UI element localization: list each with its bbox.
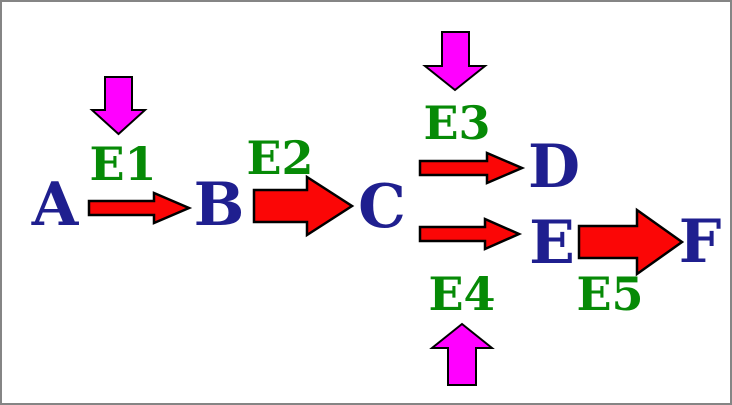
reaction-arrow-c-to-e bbox=[418, 217, 523, 251]
enzyme-label-e1: E1 bbox=[89, 137, 157, 191]
reaction-arrow-b-to-c bbox=[252, 174, 355, 238]
reaction-arrow-c-to-d bbox=[418, 151, 526, 185]
node-c: C bbox=[358, 172, 406, 242]
regulation-arrow-down-e3 bbox=[422, 31, 488, 92]
reaction-arrow-e-to-f bbox=[577, 207, 685, 277]
node-f: F bbox=[678, 207, 722, 277]
enzyme-label-e4: E4 bbox=[428, 267, 496, 321]
regulation-arrow-up-e4 bbox=[429, 322, 495, 386]
enzyme-label-e2: E2 bbox=[246, 131, 314, 185]
reaction-arrow-a-to-b bbox=[87, 191, 193, 225]
node-b: B bbox=[193, 170, 245, 240]
node-e: E bbox=[529, 208, 575, 278]
node-a: A bbox=[31, 170, 79, 240]
enzyme-label-e5: E5 bbox=[576, 267, 644, 321]
regulation-arrow-down-e1 bbox=[89, 76, 148, 136]
enzyme-label-e3: E3 bbox=[423, 96, 491, 150]
node-d: D bbox=[527, 132, 581, 202]
